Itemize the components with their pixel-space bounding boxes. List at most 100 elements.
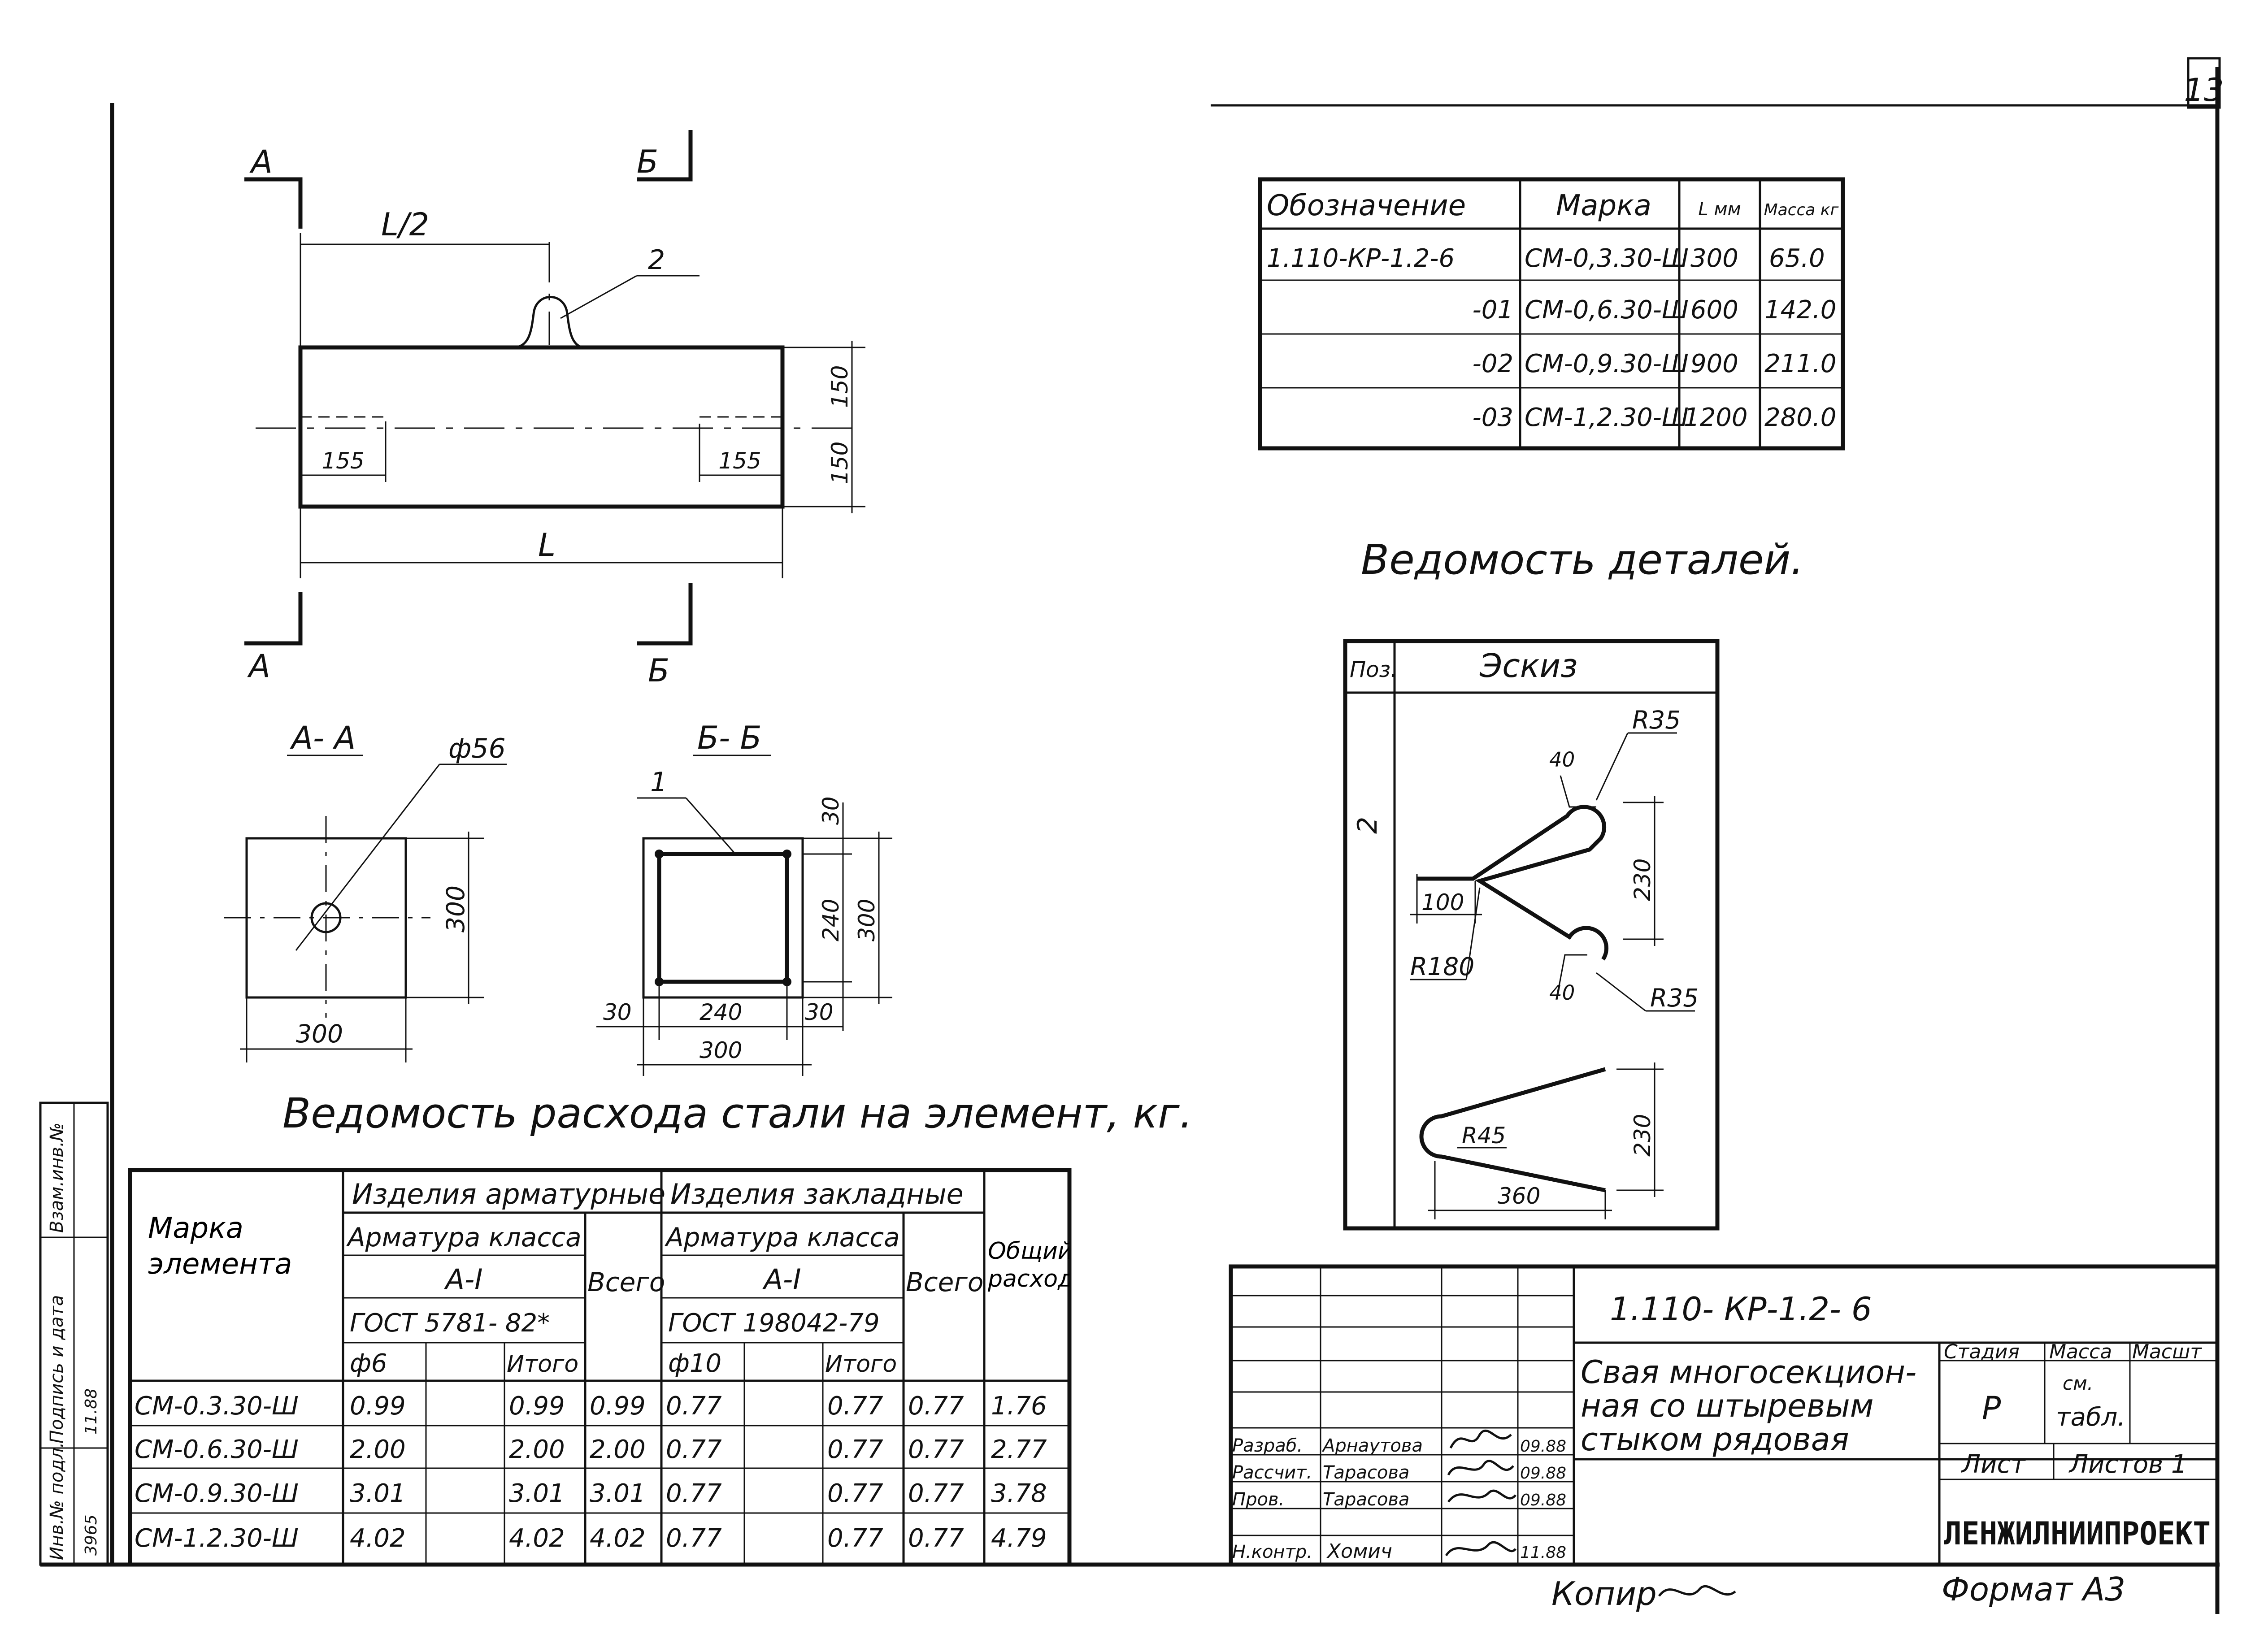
plan-view: 155 155 L/2 L 150 150 2 А А Б Б bbox=[244, 130, 865, 689]
title-block: 1.110- КР-1.2- 6 Свая многосекцион- ная … bbox=[1229, 1264, 2220, 1567]
steel-row: СМ-0.3.30-Ш 0.99 0.99 0.99 0.77 0.77 0.7… bbox=[135, 1392, 1047, 1421]
steel-cell-itogo1: 3.01 bbox=[509, 1479, 565, 1508]
steel-col-all-2: Всего bbox=[906, 1267, 983, 1297]
role-label: Рассчит. bbox=[1232, 1462, 1312, 1483]
section-bb-top: 30 bbox=[818, 796, 844, 825]
mark-row: 1.110-КР-1.2-6 СМ-0,3.30-Ш 300 65.0 bbox=[1267, 244, 1825, 273]
role-date: 09.88 bbox=[1520, 1491, 1566, 1509]
steel-sub-total-1: Итого bbox=[507, 1351, 578, 1378]
steel-group-rebar: Изделия арматурные bbox=[352, 1178, 665, 1210]
detail-d230-top: 230 bbox=[1629, 859, 1655, 901]
steel-cell-d10: 0.77 bbox=[666, 1435, 722, 1464]
role-date: 11.88 bbox=[1520, 1544, 1566, 1562]
details-pos: 2 bbox=[1352, 817, 1383, 834]
title-h-sheet: Лист bbox=[1961, 1450, 2026, 1479]
steel-cell-d6: 3.01 bbox=[350, 1479, 406, 1508]
steel-cell-d10: 0.77 bbox=[666, 1392, 722, 1421]
steel-cell-vsego1: 3.01 bbox=[590, 1479, 646, 1508]
steel-cell-d10: 0.77 bbox=[666, 1524, 722, 1553]
steel-sub-d6: ф6 bbox=[350, 1349, 387, 1378]
mark-cell-length: 1200 bbox=[1684, 403, 1748, 432]
steel-row: СМ-1.2.30-Ш 4.02 4.02 4.02 0.77 0.77 0.7… bbox=[135, 1524, 1047, 1553]
mark-cell-mark: СМ-0,3.30-Ш bbox=[1525, 244, 1689, 273]
detail-r35-top: R35 bbox=[1632, 706, 1681, 734]
section-aa-diameter: ф56 bbox=[448, 733, 506, 764]
steel-row: СМ-0.6.30-Ш 2.00 2.00 2.00 0.77 0.77 0.7… bbox=[135, 1435, 1047, 1464]
section-mark-b-bottom: Б bbox=[648, 652, 669, 689]
role-name: Тарасова bbox=[1323, 1462, 1409, 1483]
steel-cell-itogo2: 0.77 bbox=[827, 1479, 883, 1508]
footer-format: Формат А3 bbox=[1942, 1570, 2125, 1608]
mark-cell-designation: -01 bbox=[1473, 295, 1513, 325]
steel-col-mark: Марка элемента bbox=[148, 1212, 292, 1281]
title-name-3: стыком рядовая bbox=[1581, 1421, 1849, 1458]
stamp-inv-value: 3965 bbox=[82, 1514, 100, 1556]
steel-cell-mark: СМ-0.9.30-Ш bbox=[135, 1479, 299, 1508]
title-h-stage: Стадия bbox=[1944, 1340, 2020, 1363]
steel-cell-itogo2: 0.77 bbox=[827, 1392, 883, 1421]
footer: Копир Формат А3 bbox=[1551, 1570, 2125, 1613]
section-aa: А- А ф56 300 300 bbox=[224, 720, 507, 1062]
steel-cell-vsego1: 0.99 bbox=[590, 1392, 646, 1421]
steel-cell-vsego2: 0.77 bbox=[908, 1524, 964, 1553]
title-h-scale: Масшт bbox=[2132, 1340, 2202, 1363]
section-aa-title: А- А bbox=[290, 720, 356, 756]
role-label: Пров. bbox=[1232, 1489, 1284, 1510]
steel-cell-mark: СМ-1.2.30-Ш bbox=[135, 1524, 299, 1553]
steel-group-embedded: Изделия закладные bbox=[670, 1178, 964, 1210]
steel-table: Марка элемента Изделия арматурные Издели… bbox=[128, 1168, 1072, 1567]
role-label: Разраб. bbox=[1232, 1435, 1303, 1456]
steel-cell-d6: 4.02 bbox=[350, 1524, 406, 1553]
steel-cell-total: 1.76 bbox=[991, 1392, 1047, 1421]
dim-half-length: L/2 bbox=[381, 206, 429, 243]
signature-norm-control bbox=[1445, 1541, 1516, 1557]
steel-cell-itogo2: 0.77 bbox=[827, 1435, 883, 1464]
mark-cell-mass: 65.0 bbox=[1769, 244, 1825, 273]
dim-height-bottom: 150 bbox=[827, 442, 853, 484]
mark-cell-length: 900 bbox=[1690, 349, 1738, 378]
steel-title: Ведомость расхода стали на элемент, кг. bbox=[282, 1089, 1193, 1137]
steel-cell-vsego1: 4.02 bbox=[590, 1524, 646, 1553]
signature-developer bbox=[1449, 1430, 1512, 1449]
detail-d100: 100 bbox=[1421, 889, 1464, 915]
mark-cell-designation: -03 bbox=[1473, 403, 1513, 432]
role-label: Н.контр. bbox=[1232, 1542, 1312, 1562]
lifting-loop bbox=[515, 296, 583, 349]
detail-d230-bottom: 230 bbox=[1629, 1114, 1655, 1157]
mark-row: -02 СМ-0,9.30-Ш 900 211.0 bbox=[1473, 349, 1837, 378]
section-aa-height: 300 bbox=[441, 885, 470, 932]
section-mark-a-top: А bbox=[249, 143, 273, 180]
steel-class-value-embedded: А-I bbox=[762, 1263, 801, 1296]
bar-sketch-lower bbox=[1419, 1067, 1606, 1192]
signature-calculator bbox=[1447, 1460, 1514, 1476]
mark-h-designation: Обозначение bbox=[1267, 189, 1466, 222]
steel-cell-vsego2: 0.77 bbox=[908, 1392, 964, 1421]
steel-cell-vsego2: 0.77 bbox=[908, 1435, 964, 1464]
steel-row: СМ-0.9.30-Ш 3.01 3.01 3.01 0.77 0.77 0.7… bbox=[135, 1479, 1047, 1508]
steel-gost-rebar: ГОСТ 5781- 82* bbox=[350, 1309, 550, 1338]
role-name: Хомич bbox=[1326, 1540, 1392, 1563]
dim-end-left: 155 bbox=[322, 448, 364, 474]
title-stage: Р bbox=[1982, 1390, 2001, 1427]
mark-cell-designation: 1.110-КР-1.2-6 bbox=[1267, 244, 1455, 273]
steel-cell-itogo1: 4.02 bbox=[509, 1524, 565, 1553]
role-row: Пров. Тарасова 09.88 bbox=[1232, 1489, 1566, 1510]
section-bb-inner-width: 240 bbox=[700, 999, 742, 1025]
section-aa-width: 300 bbox=[296, 1019, 343, 1048]
mark-h-mass: Масса кг bbox=[1764, 201, 1839, 219]
title-name-1: Свая многосекцион- bbox=[1581, 1354, 1916, 1391]
mark-cell-mass: 211.0 bbox=[1764, 349, 1836, 378]
section-bb: Б- Б 1 30 240 300 30 240 30 300 bbox=[596, 720, 892, 1076]
dim-length: L bbox=[538, 527, 556, 564]
role-name: Арнаутова bbox=[1321, 1435, 1423, 1456]
steel-cell-total: 4.79 bbox=[991, 1524, 1047, 1553]
mark-cell-mass: 142.0 bbox=[1764, 295, 1836, 325]
title-code: 1.110- КР-1.2- 6 bbox=[1610, 1290, 1872, 1328]
details-h-sketch: Эскиз bbox=[1479, 647, 1577, 685]
mark-h-mark: Марка bbox=[1556, 189, 1651, 222]
mark-cell-designation: -02 bbox=[1473, 349, 1513, 378]
steel-cell-mark: СМ-0.3.30-Ш bbox=[135, 1392, 299, 1421]
detail-r45: R45 bbox=[1462, 1123, 1506, 1149]
mark-table: Обозначение Марка L мм Масса кг 1.110-КР… bbox=[1258, 177, 1845, 451]
